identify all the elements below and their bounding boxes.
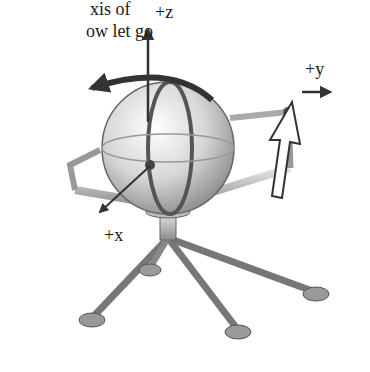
tripod-base bbox=[79, 206, 329, 339]
gyroscope-sphere bbox=[102, 82, 234, 214]
y-axis-arrow bbox=[302, 91, 330, 94]
axis-label: +z bbox=[155, 3, 173, 23]
axis-label: +y bbox=[305, 60, 324, 80]
push-arrow bbox=[270, 102, 300, 198]
x-axis-arrow bbox=[100, 166, 150, 212]
axis-label: +x bbox=[104, 226, 123, 246]
spin-arrow bbox=[92, 77, 212, 100]
caption-fragment: ow let go bbox=[86, 22, 153, 42]
caption-fragment: xis of bbox=[90, 0, 131, 20]
